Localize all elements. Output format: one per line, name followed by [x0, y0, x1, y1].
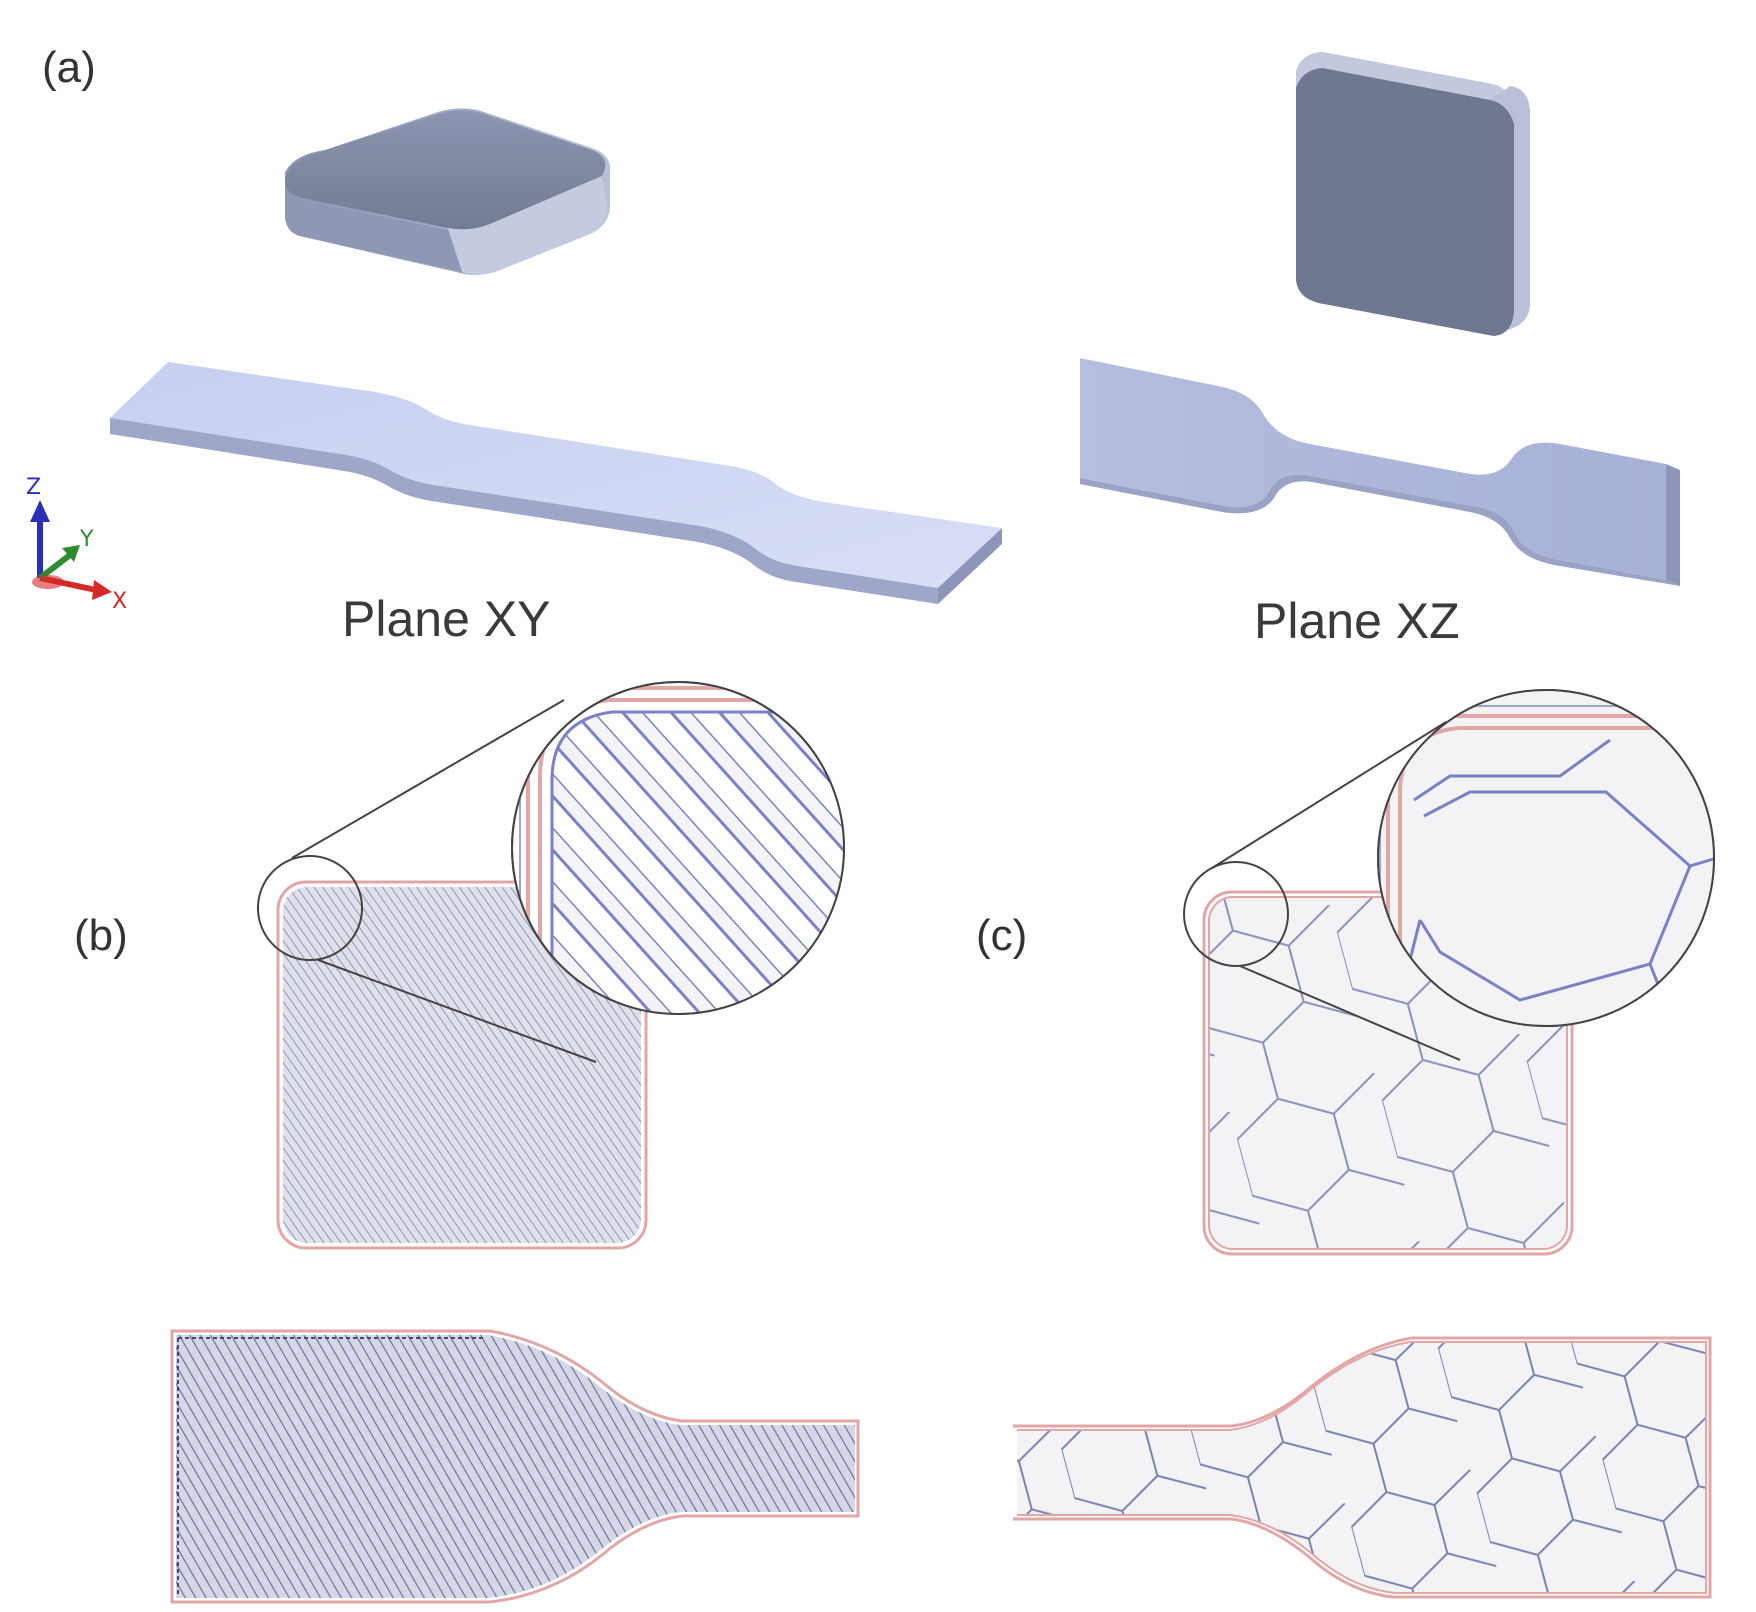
plane-label-xy: Plane XY — [342, 591, 550, 647]
axis-label-y: Y — [79, 527, 94, 552]
panel-label-b: (b) — [74, 911, 128, 960]
xy-block — [285, 108, 611, 275]
axes-triad: Z Y X — [26, 475, 127, 614]
plane-label-xz: Plane XZ — [1254, 593, 1460, 649]
panel-label-a: (a) — [42, 43, 96, 92]
raster-square-toolpath — [276, 880, 648, 1250]
xz-block — [1296, 52, 1530, 336]
hexagon-dogbone-toolpath — [1013, 1336, 1712, 1599]
panel-label-c: (c) — [976, 911, 1027, 960]
axis-label-z: Z — [26, 475, 41, 500]
xy-dogbone — [110, 362, 1002, 604]
axis-label-x: X — [112, 589, 127, 614]
xz-dogbone — [1080, 358, 1680, 586]
raster-dogbone-toolpath — [170, 1329, 860, 1604]
magnifier-b — [257, 681, 845, 1063]
